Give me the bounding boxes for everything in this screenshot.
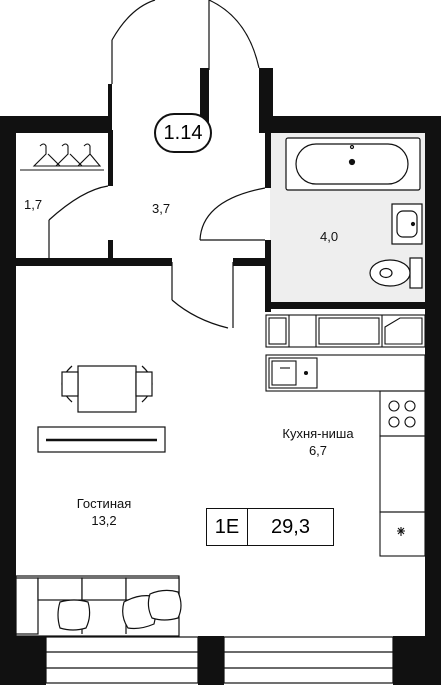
hallway-area: 3,7 — [152, 201, 171, 216]
apartment-info-box: 1E 29,3 — [206, 508, 334, 546]
bathtub-icon — [285, 137, 421, 191]
toilet-icon — [369, 257, 423, 289]
unit-number-badge: 1.14 — [154, 113, 212, 153]
window-icon — [45, 636, 394, 684]
living-room-area: 13,2 — [91, 513, 117, 528]
sofa-icon — [15, 575, 180, 637]
living-room-name: Гостиная — [76, 496, 132, 511]
hanger-icon — [20, 143, 104, 171]
bathroom-area: 4,0 — [320, 229, 339, 244]
sink-icon — [391, 203, 423, 245]
pillow-icon — [57, 589, 182, 631]
wardrobe-area: 1,7 — [24, 197, 43, 212]
dining-table-icon — [61, 365, 153, 413]
kitchen-sink-icon — [265, 354, 426, 392]
fridge-icon — [379, 435, 426, 557]
outer-walls — [0, 68, 441, 685]
interior-walls — [16, 130, 425, 312]
apartment-type: 1E — [207, 509, 248, 545]
kitchen-upper-cabinets — [265, 314, 426, 348]
kitchen-name: Кухня-ниша — [282, 426, 354, 441]
stove-icon — [379, 390, 426, 437]
door-swing-icon — [48, 0, 266, 329]
kitchen-area: 6,7 — [308, 443, 328, 458]
total-area: 29,3 — [271, 515, 310, 538]
tv-stand-icon — [37, 426, 166, 453]
